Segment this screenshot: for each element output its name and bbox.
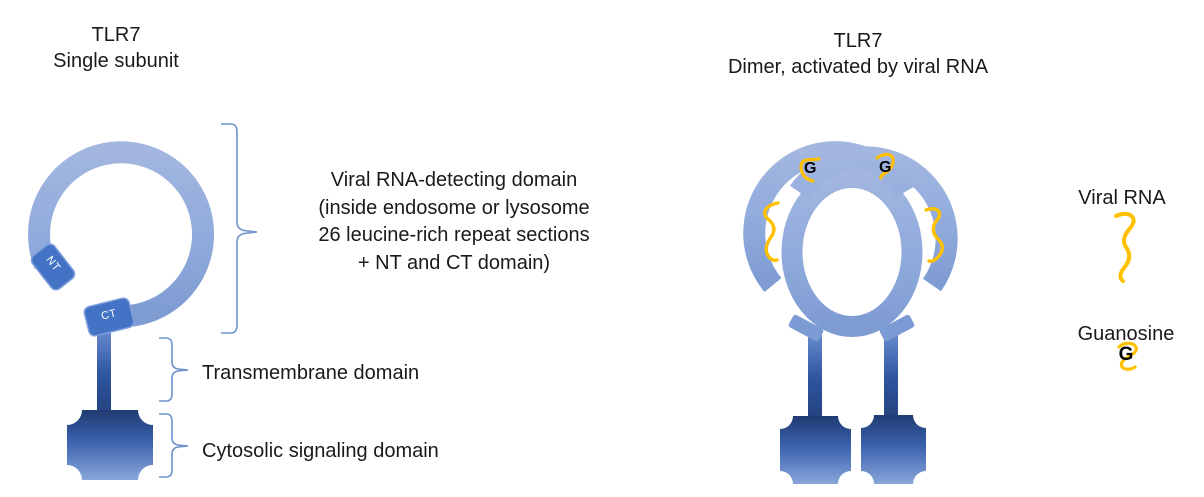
right-figure-title: TLR7 Dimer, activated by viral RNA bbox=[660, 28, 1056, 80]
dimer-stem-right bbox=[884, 330, 898, 417]
annotation-line1: Viral RNA-detecting domain bbox=[330, 169, 578, 191]
dimer-guanosine-left-label: G bbox=[804, 160, 817, 177]
dimer-stem-left bbox=[808, 330, 822, 418]
annotation-line3: 26 leucine-rich repeat sections bbox=[318, 224, 590, 246]
dimer-flap-right bbox=[879, 314, 915, 342]
legend-guanosine-symbol: G bbox=[1118, 344, 1134, 365]
ectodomain-annotation: Viral RNA-detecting domain (inside endos… bbox=[296, 167, 612, 277]
dimer-inner-ring bbox=[781, 167, 923, 337]
dimer-guanosine-right-label: G bbox=[879, 159, 892, 176]
dimer-outer-arc-right bbox=[789, 146, 958, 292]
ct-domain-box bbox=[83, 297, 135, 337]
viral-rna-squiggle-left-icon bbox=[763, 201, 780, 263]
dimer-blob-left bbox=[780, 416, 851, 484]
annotation-line2: (inside endosome or lysosome bbox=[318, 196, 590, 219]
nt-domain-box bbox=[30, 243, 76, 291]
annotation-line4: + NT and CT domain) bbox=[357, 251, 551, 274]
transmembrane-brace bbox=[159, 337, 189, 402]
legend-graphics bbox=[1114, 211, 1139, 371]
legend-guanosine-mark-icon bbox=[1117, 341, 1139, 371]
single-subunit-shape bbox=[28, 123, 258, 480]
cytosolic-domain-label: Cytosolic signaling domain bbox=[202, 440, 439, 462]
dimer-shape bbox=[743, 141, 958, 484]
transmembrane-stem bbox=[97, 326, 111, 414]
dimer-flap-left bbox=[788, 314, 824, 342]
left-title-line2: Single subunit bbox=[53, 50, 179, 72]
legend-guanosine-label: Guanosine bbox=[1077, 323, 1175, 345]
viral-rna-squiggle-right-icon bbox=[924, 207, 944, 263]
transmembrane-domain-label: Transmembrane domain bbox=[202, 362, 420, 384]
legend-viral-rna-label: Viral RNA bbox=[1078, 187, 1166, 209]
right-title-line2: Dimer, activated by viral RNA bbox=[727, 56, 989, 78]
guanosine-mark-left-icon bbox=[799, 157, 821, 183]
ectodomain-brace bbox=[221, 123, 258, 334]
cytosolic-brace bbox=[159, 413, 189, 478]
left-figure-title: TLR7 Single subunit bbox=[8, 22, 224, 74]
right-title-line1: TLR7 bbox=[833, 30, 883, 52]
ectodomain-ring bbox=[28, 141, 215, 328]
guanosine-mark-right-icon bbox=[875, 152, 895, 180]
legend-viral-rna-squiggle-icon bbox=[1114, 211, 1136, 283]
cytosolic-domain-blob bbox=[67, 410, 153, 480]
dimer-outer-arc-left bbox=[743, 141, 915, 293]
dimer-blob-right bbox=[861, 415, 926, 484]
left-title-line1: TLR7 bbox=[91, 24, 141, 46]
